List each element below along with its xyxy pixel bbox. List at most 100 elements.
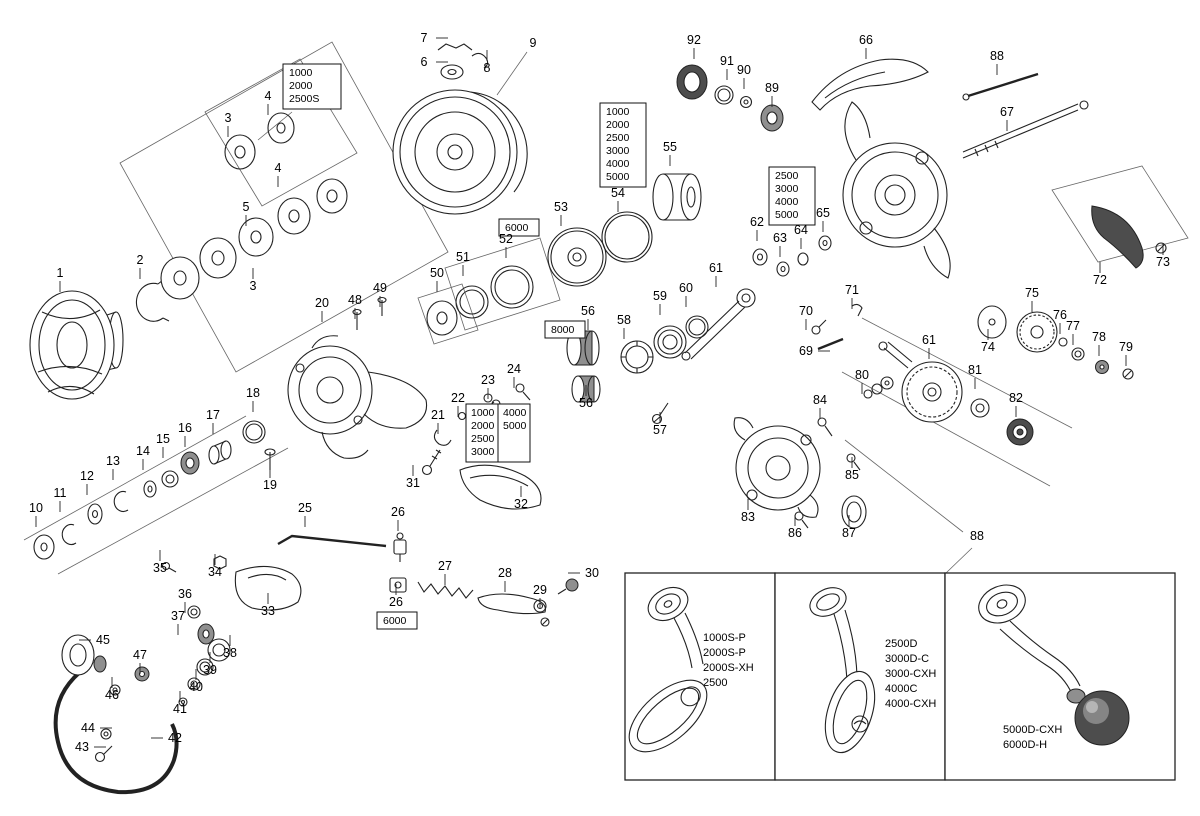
drag-parts-50-55-drawing <box>426 173 702 336</box>
part-label-86: 86 <box>788 526 802 540</box>
bail-wire-42-47-drawing <box>53 634 179 795</box>
part-label-61: 61 <box>922 333 936 347</box>
panel-model-label: 4000C <box>885 683 917 695</box>
part-label-56: 56 <box>581 304 595 318</box>
spec-box-part26-model: 6000 <box>376 611 418 630</box>
pin-part-88-drawing <box>962 72 1039 101</box>
part-label-44: 44 <box>81 721 95 735</box>
body-housing-part-20-drawing <box>287 296 428 459</box>
part-label-80: 80 <box>855 368 869 382</box>
part-label-88: 88 <box>990 49 1004 63</box>
washer-part-6-drawing <box>440 64 464 80</box>
spec-model-label: 2000 <box>289 80 313 92</box>
main-shaft-part-67-drawing <box>962 100 1089 159</box>
part-label-3: 3 <box>225 111 232 125</box>
part-label-87: 87 <box>842 526 856 540</box>
part-label-75: 75 <box>1025 286 1039 300</box>
part-label-14: 14 <box>136 444 150 458</box>
part-label-35: 35 <box>153 561 167 575</box>
part-label-2: 2 <box>137 253 144 267</box>
oscillating-parts-74-79-drawing <box>977 305 1134 380</box>
panel-model-label: 2000S-P <box>703 647 746 659</box>
part-label-30: 30 <box>585 566 599 580</box>
part-label-58: 58 <box>617 313 631 327</box>
drag-washer-stack-drawing <box>160 178 348 300</box>
part-label-7: 7 <box>421 31 428 45</box>
handle-panels: 1000S-P2000S-P2000S-XH25002500D3000D-C30… <box>624 572 1176 781</box>
part-label-55: 55 <box>663 140 677 154</box>
spec-model-label: 2500S <box>289 93 319 105</box>
part-label-91: 91 <box>720 54 734 68</box>
spec-model-label: 5000 <box>503 420 527 432</box>
part-label-69: 69 <box>799 344 813 358</box>
spec-model-label: 6000 <box>383 615 407 627</box>
bail-part-66-drawing <box>811 58 929 111</box>
part-label-72: 72 <box>1093 273 1107 287</box>
part-label-62: 62 <box>750 215 764 229</box>
part-label-84: 84 <box>813 393 827 407</box>
part-label-24: 24 <box>507 362 521 376</box>
part-label-77: 77 <box>1066 319 1080 333</box>
part-label-43: 43 <box>75 740 89 754</box>
part-label-42: 42 <box>168 731 182 745</box>
part-label-38: 38 <box>223 646 237 660</box>
small-parts-69-71-80-drawing <box>811 303 894 399</box>
part-label-6: 6 <box>421 55 428 69</box>
spec-model-label: 2000 <box>471 420 495 432</box>
spec-model-label: 4000 <box>606 158 630 170</box>
part-label-56: 56 <box>579 396 593 410</box>
part-label-26: 26 <box>389 595 403 609</box>
parts-81-82-drawing <box>970 398 1034 446</box>
drag-washers-top-drawing <box>224 112 295 170</box>
part-label-27: 27 <box>438 559 452 573</box>
part-label-40: 40 <box>189 680 203 694</box>
spec-box-ring52-model: 6000 <box>498 218 540 237</box>
part-drawings <box>29 43 1167 795</box>
part-label-28: 28 <box>498 566 512 580</box>
panel-model-label: 2000S-XH <box>703 662 754 674</box>
part-label-46: 46 <box>105 688 119 702</box>
part-label-5: 5 <box>243 200 250 214</box>
pinion-gear-train-drawing <box>566 288 756 425</box>
handle-knob-33-41-drawing <box>161 555 302 707</box>
part-label-76: 76 <box>1053 308 1067 322</box>
part-label-36: 36 <box>178 587 192 601</box>
spec-model-label: 2500 <box>775 170 799 182</box>
panel-model-label: 6000D-H <box>1003 739 1047 751</box>
part-label-23: 23 <box>481 373 495 387</box>
construction-lines <box>23 41 1189 575</box>
part-label-51: 51 <box>456 250 470 264</box>
part-label-29: 29 <box>533 583 547 597</box>
part-label-63: 63 <box>773 231 787 245</box>
part-label-90: 90 <box>737 63 751 77</box>
rotor-drawing <box>842 101 951 279</box>
spec-model-label: 3000 <box>471 446 495 458</box>
part-label-12: 12 <box>80 469 94 483</box>
part-label-70: 70 <box>799 304 813 318</box>
part-label-49: 49 <box>373 281 387 295</box>
part-label-79: 79 <box>1119 340 1133 354</box>
bail-arm-part-72-drawing <box>1091 205 1167 269</box>
part-label-16: 16 <box>178 421 192 435</box>
spec-box-pinion56-model: 8000 <box>544 320 586 339</box>
part-label-37: 37 <box>171 609 185 623</box>
part-label-88: 88 <box>970 529 984 543</box>
part-label-92: 92 <box>687 33 701 47</box>
part-label-15: 15 <box>156 432 170 446</box>
spec-model-label: 1000 <box>606 106 630 118</box>
spec-model-label: 8000 <box>551 324 575 336</box>
spool-part-9-drawing <box>392 89 528 215</box>
body-cover-part-83-drawing <box>733 417 867 529</box>
part-label-71: 71 <box>845 283 859 297</box>
part-label-20: 20 <box>315 296 329 310</box>
spec-boxes: 100020002500S100020002500300040005000600… <box>282 63 816 630</box>
part-label-4: 4 <box>265 89 272 103</box>
part-label-9: 9 <box>530 36 537 50</box>
part-label-65: 65 <box>816 206 830 220</box>
part-label-54: 54 <box>611 186 625 200</box>
spec-model-label: 1000 <box>471 407 495 419</box>
